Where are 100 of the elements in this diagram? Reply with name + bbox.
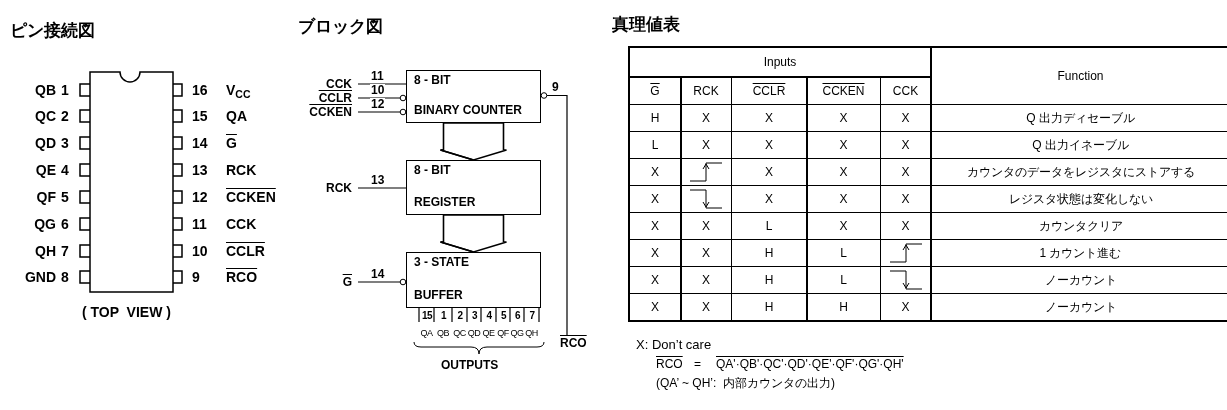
label-text: QD: [35, 135, 56, 151]
logic-block: [406, 70, 541, 123]
label-text: X: [765, 163, 773, 181]
label-text: ノーカウント: [1044, 298, 1117, 316]
label-text: QD: [467, 328, 481, 339]
label-text: X: [901, 217, 910, 235]
pin-number: 14: [370, 268, 386, 281]
label-text: QE: [35, 162, 56, 178]
label-text: X: [839, 136, 848, 154]
pin-number: 11: [370, 70, 385, 83]
label-text: 11: [192, 216, 207, 232]
label-text: X: Don’t care: [636, 336, 712, 354]
label-text: X: [651, 244, 659, 262]
label-text: RCK: [226, 162, 257, 178]
label-text: X: [839, 163, 848, 181]
label-text: L: [651, 136, 659, 154]
label-text: 7: [529, 310, 535, 322]
signal-name: CCKEN: [309, 105, 352, 119]
label-text: RCK: [693, 82, 719, 100]
label-text: QA: [226, 108, 247, 124]
label-text: X: [651, 271, 659, 289]
label-text: 15: [421, 310, 433, 322]
label-text: QE: [482, 328, 495, 339]
label-text: V$_{CC}$: [226, 82, 251, 98]
label-text: Function: [1057, 67, 1104, 85]
label-text: カウンタのデータをレジスタにストアする: [966, 163, 1195, 181]
signal-name: RCK: [326, 181, 352, 195]
label-text: G: [650, 82, 660, 100]
label-text: 1: [61, 82, 69, 98]
label-text: CCK: [892, 82, 919, 100]
label-text: X: [702, 244, 710, 262]
label-text: =: [694, 356, 701, 373]
label-text: QF: [497, 328, 509, 339]
block-label: REGISTER: [414, 195, 477, 209]
label-text: 10: [192, 243, 208, 259]
label-text: RCO: [226, 269, 258, 285]
label-text: X: [651, 163, 659, 181]
label-text: H: [764, 244, 774, 262]
label-text: X: [839, 190, 848, 208]
signal-line: [357, 94, 407, 102]
pin-number: 12: [370, 98, 386, 111]
label-text: 9: [192, 269, 200, 285]
label-text: 1: [440, 310, 447, 322]
label-text: QB: [437, 328, 449, 339]
label-text: X: [765, 136, 773, 154]
label-text: ( TOP VIEW ): [82, 303, 171, 322]
label-text: QF: [36, 189, 56, 205]
label-text: X: [651, 190, 659, 208]
label-text: L: [840, 271, 847, 289]
label-text: 真理値表: [612, 14, 680, 36]
logic-block: [406, 252, 541, 308]
label-text: X: [651, 298, 659, 316]
pin-number: 10: [370, 84, 386, 97]
label-text: CCK: [226, 216, 257, 232]
label-text: ノーカウント: [1044, 271, 1117, 289]
label-text: X: [765, 109, 773, 127]
label-text: 4: [486, 310, 492, 322]
label-text: X: [901, 109, 910, 127]
label-text: QB: [35, 82, 56, 98]
label-text: QH: [525, 328, 538, 339]
label-text: H: [839, 298, 848, 316]
block-label: BUFFER: [414, 288, 464, 302]
label-text: 6: [514, 310, 521, 322]
label-text: QH: [35, 243, 56, 259]
label-text: Inputs: [763, 54, 797, 71]
label-text: X: [702, 109, 710, 127]
signal-line: [357, 278, 407, 286]
label-text: X: [702, 217, 710, 235]
label-text: QA: [420, 328, 433, 339]
label-text: 8: [61, 269, 69, 285]
signal-line: [357, 108, 407, 116]
label-text: H: [764, 271, 774, 289]
pin-number: 9: [551, 80, 560, 94]
label-text: H: [764, 298, 774, 316]
label-text: X: [702, 298, 710, 316]
block-label: 3 - STATE: [414, 255, 470, 269]
block-label: 8 - BIT: [414, 73, 452, 87]
block-label: BINARY COUNTER: [414, 103, 523, 117]
label-text: ピン接続図: [10, 20, 95, 42]
label-text: X: [839, 217, 848, 235]
label-text: 4: [61, 162, 69, 178]
label-text: X: [901, 190, 910, 208]
label-text: X: [651, 217, 659, 235]
label-text: (QA’ ~ QH’: 内部カウンタの出力): [656, 375, 835, 392]
signal-line: [357, 83, 407, 85]
label-text: H: [650, 109, 660, 127]
signal-line: [357, 187, 407, 189]
label-text: 16: [192, 82, 208, 98]
logic-block: [406, 160, 541, 215]
signal-name: RCO: [560, 336, 587, 350]
label-text: X: [702, 136, 710, 154]
label-text: QG: [34, 216, 56, 232]
label-text: 3: [61, 135, 69, 151]
label-text: CCKEN: [226, 189, 276, 205]
label-text: 3: [471, 310, 478, 322]
label-text: ブロック図: [298, 16, 383, 38]
signal-line: [540, 92, 568, 337]
label-text: 2: [457, 310, 463, 322]
label-text: 7: [61, 243, 69, 259]
label-text: 5: [500, 310, 507, 322]
